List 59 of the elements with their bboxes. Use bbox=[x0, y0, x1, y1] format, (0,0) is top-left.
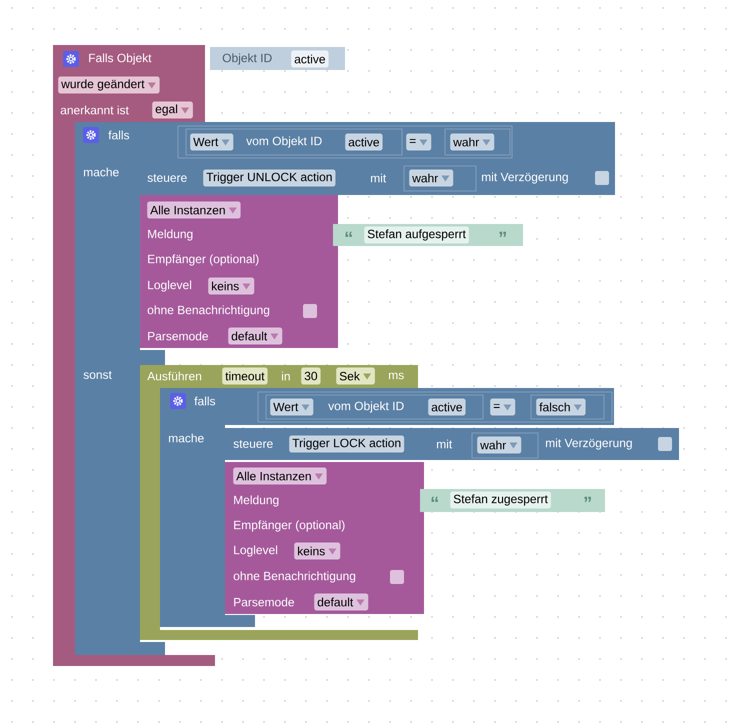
text-field: Trigger LOCK action bbox=[289, 436, 404, 452]
quote-mark: ” bbox=[584, 496, 591, 502]
block-label: anerkannt ist bbox=[60, 106, 129, 114]
block-label: mache bbox=[169, 434, 204, 442]
text-field: 30 bbox=[301, 368, 321, 384]
block-label: Empfänger (optional) bbox=[148, 254, 258, 266]
quote-mark: “ bbox=[346, 232, 352, 237]
dropdown-field: Alle Instanzen bbox=[147, 202, 241, 218]
dropdown-field: wahr bbox=[450, 134, 494, 150]
text-field: active bbox=[345, 134, 383, 150]
dropdown-field: Wert bbox=[190, 134, 234, 150]
block-label: falls bbox=[194, 396, 216, 406]
block-label: mache bbox=[84, 168, 119, 176]
dropdown-field: default bbox=[314, 594, 368, 610]
text-field: timeout bbox=[222, 368, 268, 384]
block-label: sonst bbox=[84, 371, 112, 379]
dropdown-field: keins bbox=[208, 278, 254, 294]
dropdown-field: Sek bbox=[336, 368, 375, 384]
dropdown-field: falsch bbox=[536, 398, 586, 416]
block-label: mit bbox=[371, 174, 386, 182]
dropdown-field: Alle Instanzen bbox=[233, 468, 327, 484]
block-label: ms bbox=[389, 372, 404, 380]
dropdown-field: default bbox=[228, 328, 282, 344]
block-label: Meldung bbox=[234, 495, 278, 507]
block-label: steuere bbox=[234, 440, 273, 448]
block-label: steuere bbox=[148, 174, 187, 182]
block-label: ohne Benachrichtigung bbox=[148, 305, 270, 317]
dropdown-field: Wert bbox=[270, 398, 314, 416]
block-label: Empfänger (optional) bbox=[234, 520, 344, 532]
text-field: active bbox=[291, 50, 329, 68]
block-label: Parsemode bbox=[234, 598, 294, 606]
block-label: Loglevel bbox=[148, 280, 192, 292]
block-label: in bbox=[282, 372, 290, 380]
dropdown-field: = bbox=[490, 398, 516, 416]
block-label: Ausführen bbox=[147, 372, 202, 380]
quote-mark: ” bbox=[500, 232, 506, 237]
block-label: mit Verzögerung bbox=[482, 172, 568, 184]
block-label: Falls Objekt bbox=[89, 53, 152, 65]
dropdown-field: keins bbox=[294, 542, 340, 560]
block-label: Meldung bbox=[148, 229, 192, 241]
block-label: Loglevel bbox=[234, 545, 278, 557]
quote-mark: “ bbox=[432, 496, 438, 502]
dropdown-field: wahr bbox=[409, 170, 454, 186]
block-label: Parsemode bbox=[148, 332, 208, 340]
block-label: mit Verzögerung bbox=[546, 438, 632, 450]
dropdown-field: = bbox=[406, 134, 432, 150]
dropdown-field: egal bbox=[152, 102, 193, 118]
text-field: Stefan zugesperrt bbox=[450, 492, 551, 508]
block-label: falls bbox=[108, 130, 130, 140]
block-label: ohne Benachrichtigung bbox=[234, 571, 356, 583]
block-label: Objekt ID bbox=[222, 53, 272, 65]
block-label: vom Objekt ID bbox=[328, 401, 404, 413]
text-field: Stefan aufgesperrt bbox=[364, 226, 469, 244]
dropdown-field: wurde geändert bbox=[58, 76, 160, 94]
text-field: Trigger UNLOCK action bbox=[203, 170, 336, 186]
text-field: active bbox=[428, 398, 466, 416]
block-label: mit bbox=[437, 440, 452, 448]
block-label: vom Objekt ID bbox=[246, 136, 322, 148]
dropdown-field: wahr bbox=[477, 436, 522, 454]
